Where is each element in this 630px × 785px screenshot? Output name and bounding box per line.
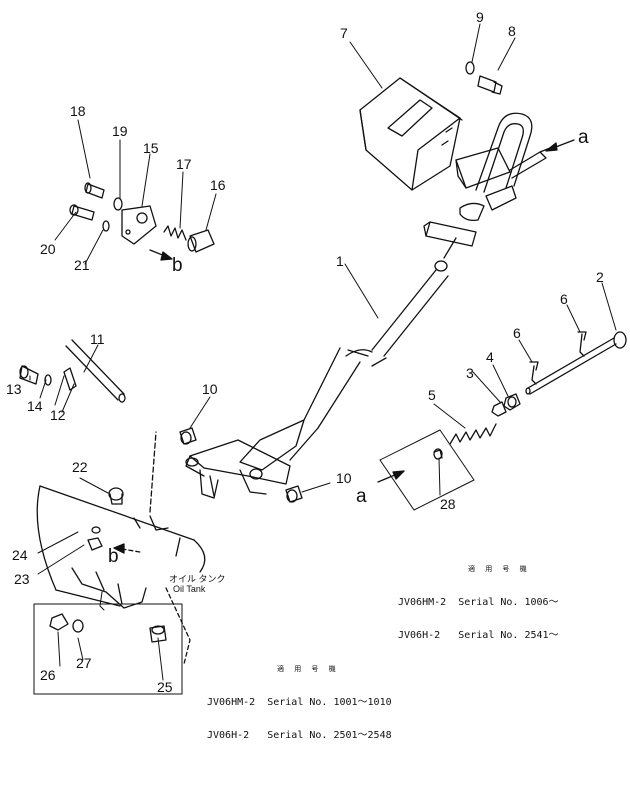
callout-part-16: 16 — [210, 177, 226, 193]
oil-tank — [36, 431, 206, 665]
washer-part-14 — [44, 374, 52, 386]
callout-part-20: 20 — [40, 241, 56, 257]
note-model: JV06H-2 — [207, 730, 250, 741]
oil-tank-label-jp: オイル タンク — [169, 574, 226, 584]
callout-part-25: 25 — [157, 679, 173, 695]
rod-part-2 — [525, 331, 627, 395]
clip-part-12 — [63, 367, 77, 391]
callout-part-10-a: 10 — [202, 381, 218, 397]
bracket-part-15 — [121, 205, 157, 245]
bolt-part-13 — [19, 365, 39, 385]
pin-part-6-b — [577, 331, 587, 357]
callout-part-23: 23 — [14, 571, 30, 587]
callout-part-12: 12 — [50, 407, 66, 423]
callout-part-27: 27 — [76, 655, 92, 671]
note-heading: 適 用 号 機 — [277, 665, 339, 673]
callout-part-7: 7 — [340, 25, 348, 41]
oil-tank-label-en: Oil Tank — [173, 584, 206, 594]
bolt-part-8 — [477, 75, 503, 95]
washer-part-9 — [465, 61, 475, 75]
note-serial: Serial No. 2501～2548 — [267, 730, 392, 741]
bolt-part-25 — [149, 625, 167, 643]
callout-part-15: 15 — [143, 140, 159, 156]
rod-part-11 — [65, 339, 126, 403]
callout-part-28: 28 — [440, 496, 456, 512]
note-model: JV06HM-2 — [398, 597, 447, 608]
view-arrows — [113, 139, 575, 554]
applicability-note-lower: 適 用 号 機 JV06HM-2 Serial No. 1001～1010 JV… — [207, 642, 392, 752]
bolt-part-18 — [84, 182, 105, 199]
callout-part-10-b: 10 — [336, 470, 352, 486]
callout-part-18: 18 — [70, 103, 86, 119]
leader-lines — [29, 23, 617, 681]
view-marker-b-tank: b — [108, 546, 119, 567]
callout-part-1: 1 — [336, 253, 344, 269]
bolt-part-20 — [69, 204, 95, 221]
note-serial: Serial No. 1001～1010 — [267, 697, 392, 708]
sleeve-part-16 — [187, 229, 215, 253]
oil-tank-label: オイル タンク Oil Tank — [169, 574, 226, 594]
callout-part-11: 11 — [90, 331, 105, 347]
callout-part-8: 8 — [508, 23, 516, 39]
callout-part-5: 5 — [428, 387, 436, 403]
note-line: JV06HM-2 Serial No. 1001～1010 — [207, 697, 392, 708]
note-heading: 適 用 号 機 — [468, 565, 530, 573]
callout-part-6-b: 6 — [560, 291, 568, 307]
callout-part-21: 21 — [74, 257, 90, 273]
nut-part-23 — [87, 537, 103, 551]
spring-part-5 — [449, 423, 497, 445]
washer-part-19 — [113, 197, 123, 211]
detail-box-28 — [379, 429, 475, 511]
view-marker-a-top: a — [578, 127, 589, 148]
bushing-part-10-b — [285, 485, 303, 503]
callout-part-6-a: 6 — [513, 325, 521, 341]
bushing-part-10-a — [179, 427, 197, 445]
cap-part-22 — [108, 487, 124, 505]
view-marker-labels: a a b b — [108, 127, 589, 567]
cover-part-7 — [359, 77, 463, 191]
pin-part-6-a — [529, 361, 539, 385]
callout-part-24: 24 — [12, 547, 28, 563]
callout-part-3: 3 — [466, 365, 474, 381]
callout-part-9: 9 — [476, 9, 484, 25]
view-marker-a-box: a — [356, 486, 367, 507]
note-model: JV06HM-2 — [207, 697, 256, 708]
washer-part-21 — [102, 220, 110, 232]
nut-part-3 — [491, 401, 507, 417]
callout-part-22: 22 — [72, 459, 88, 475]
callout-part-4: 4 — [486, 349, 494, 365]
note-line: JV06H-2 Serial No. 2501～2548 — [207, 730, 392, 741]
applicability-note-upper: 適 用 号 機 JV06HM-2 Serial No. 1006～ JV06H-… — [398, 542, 559, 652]
note-serial: Serial No. 2541～ — [458, 630, 559, 641]
washer-part-24 — [91, 526, 101, 534]
bushing-part-28 — [433, 448, 443, 460]
control-lever-part-1 — [185, 269, 449, 499]
callout-labels: 1 2 3 4 5 6 6 7 8 9 10 10 11 12 13 14 15… — [6, 9, 604, 695]
handle-grip-assembly — [423, 112, 551, 272]
callout-part-19: 19 — [112, 123, 128, 139]
view-marker-b-top: b — [172, 255, 183, 276]
note-line: JV06HM-2 Serial No. 1006～ — [398, 597, 559, 608]
callout-part-17: 17 — [176, 156, 192, 172]
callout-part-13: 13 — [6, 381, 22, 397]
detail-box-25-27 — [33, 603, 183, 695]
note-model: JV06H-2 — [398, 630, 441, 641]
callout-part-26: 26 — [40, 667, 56, 683]
callout-part-14: 14 — [27, 398, 43, 414]
note-line: JV06H-2 Serial No. 2541～ — [398, 630, 559, 641]
spring-part-17 — [163, 225, 187, 241]
nut-part-4 — [503, 393, 521, 411]
washer-part-27 — [72, 619, 84, 633]
callout-part-2: 2 — [596, 269, 604, 285]
note-serial: Serial No. 1006～ — [458, 597, 559, 608]
nut-part-26 — [49, 613, 69, 631]
